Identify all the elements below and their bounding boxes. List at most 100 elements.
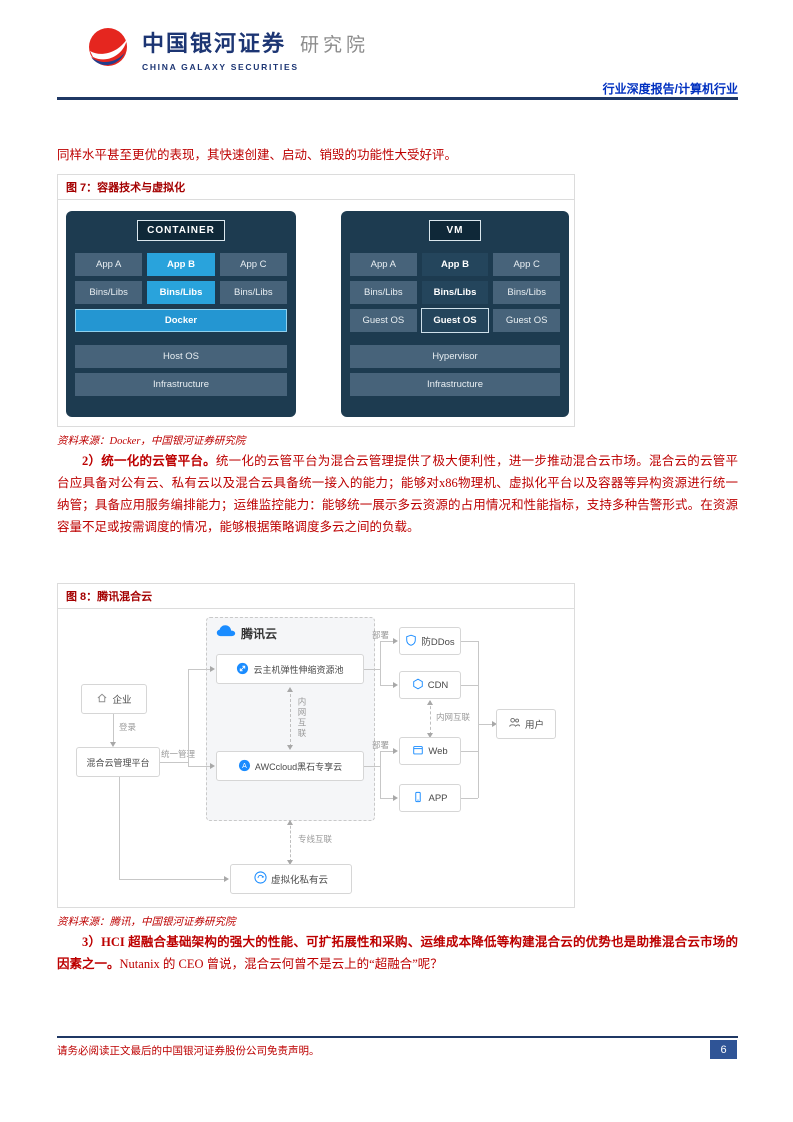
figure7-caption: 图 7：容器技术与虚拟化	[57, 174, 575, 199]
mgmt-platform-label: 混合云管理平台	[86, 757, 150, 768]
connector-line	[461, 641, 478, 642]
tencent-cloud-logo: 腾讯云	[215, 624, 277, 642]
arrow-right	[393, 682, 401, 688]
elastic-pool-node: 云主机弹性伸缩资源池	[216, 654, 364, 684]
connector-line	[380, 641, 381, 685]
private-cloud-label: 虚拟化私有云	[270, 875, 328, 886]
paragraph-2: 2）统一化的云管平台。统一化的云管平台为混合云管理提供了极大便利性，进一步推动混…	[57, 450, 738, 538]
figure7-image: CONTAINER App A App B App C Bins/Libs Bi…	[57, 199, 575, 427]
docker-layer: Docker	[75, 309, 287, 332]
connector-line	[380, 641, 395, 642]
page-number-badge: 6	[710, 1040, 737, 1059]
infrastructure-layer: Infrastructure	[350, 373, 560, 396]
layer-cell: Guest OS	[493, 309, 561, 332]
layer-cell: Guest OS	[350, 309, 417, 332]
figure7: 图 7：容器技术与虚拟化 CONTAINER App A App B App C…	[57, 174, 575, 448]
figure8-caption: 图 8：腾讯混合云	[57, 583, 575, 608]
connector-line	[119, 879, 226, 880]
login-label: 登录	[119, 722, 137, 732]
figure8-image: 腾讯云 企业 登录 混合云管理平台 统一管理 云主机弹性伸缩资	[57, 608, 575, 908]
layer-cell: App B	[147, 253, 215, 276]
report-type-label: 行业深度报告/计算机行业	[602, 82, 738, 96]
elastic-pool-label: 云主机弹性伸缩资源池	[253, 664, 344, 675]
footer-disclaimer: 请务必阅读正文最后的中国银河证券股份公司免责声明。	[57, 1046, 320, 1057]
figure8-source: 资料来源：腾讯，中国银河证券研究院	[57, 917, 236, 928]
connector-line	[380, 751, 381, 798]
figure8: 图 8：腾讯混合云 腾讯云 企业 登录 混合云管理平台 统一管理	[57, 583, 575, 929]
footer-divider	[57, 1036, 738, 1038]
tencent-cloud-label: 腾讯云	[241, 626, 278, 641]
brand-text: 中国银河证券 研究院 CHINA GALAXY SECURITIES	[142, 26, 369, 72]
private-cloud-node: 虚拟化私有云	[230, 864, 352, 894]
arrow-down	[287, 745, 293, 753]
hypervisor-layer: Hypervisor	[350, 345, 560, 368]
container-header: CONTAINER	[137, 220, 225, 241]
layer-cell: Bins/Libs	[219, 281, 287, 304]
arrow-up	[427, 697, 433, 705]
phone-icon	[412, 791, 424, 806]
connector-line	[188, 669, 212, 670]
elastic-pool-icon	[236, 662, 249, 677]
awc-cloud-label: AWCcloud黑石专享云	[254, 761, 343, 772]
deploy-label: 部署	[372, 740, 390, 750]
connector-line	[160, 762, 188, 763]
connector-line	[380, 751, 395, 752]
brand-institute: 研究院	[300, 35, 370, 56]
unified-mgmt-label: 统一管理	[161, 749, 196, 759]
user-label: 用户	[524, 720, 544, 731]
arrow-down	[287, 860, 293, 868]
layer-cell: Bins/Libs	[493, 281, 561, 304]
layer-cell: App C	[219, 253, 287, 276]
host-os-layer: Host OS	[75, 345, 287, 368]
cdn-label: CDN	[427, 679, 449, 691]
layer-cell: App B	[421, 253, 489, 276]
arrow-up	[287, 684, 293, 692]
arrow-right	[393, 795, 401, 801]
leased-line	[290, 821, 291, 862]
web-node: Web	[399, 737, 461, 765]
shield-icon	[405, 634, 417, 649]
connector-line	[461, 751, 478, 752]
app-node: APP	[399, 784, 461, 812]
brand-logo: 中国银河证券 研究院 CHINA GALAXY SECURITIES	[86, 26, 369, 79]
arrow-right	[393, 748, 401, 754]
arrow-right	[224, 876, 232, 882]
paragraph-3-text: Nutanix 的 CEO 曾说，混合云何曾不是云上的“超融合”呢？	[119, 957, 443, 971]
svg-text:A: A	[242, 763, 247, 770]
private-cloud-icon	[254, 871, 267, 887]
figure7-source: 资料来源：Docker，中国银河证券研究院	[57, 436, 246, 447]
arrow-right	[393, 638, 401, 644]
container-stack-panel: CONTAINER App A App B App C Bins/Libs Bi…	[66, 211, 296, 417]
hexagon-icon	[412, 678, 424, 693]
user-node: 用户	[496, 709, 556, 739]
arrow-down	[110, 742, 116, 750]
layer-cell: App A	[75, 253, 143, 276]
brand-name-en: CHINA GALAXY SECURITIES	[142, 62, 299, 72]
leased-line-label: 专线互联	[298, 834, 333, 844]
hybrid-mgmt-platform-node: 混合云管理平台	[76, 747, 160, 777]
paragraph-2-lead: 2）统一化的云管平台。	[82, 454, 216, 468]
arrow-right	[210, 666, 218, 672]
connector-line	[364, 669, 380, 670]
intro-paragraph: 同样水平甚至更优的表现，其快速创建、启动、销毁的功能性大受好评。	[57, 148, 458, 162]
connector-line	[188, 669, 189, 766]
enterprise-label: 企业	[112, 695, 132, 706]
intranet-link-line	[290, 689, 291, 747]
layer-cell: Bins/Libs	[147, 281, 215, 304]
intranet-link-label: 内网互联	[297, 697, 307, 739]
arrow-down	[427, 733, 433, 741]
layer-cell: Guest OS	[420, 308, 490, 333]
home-icon	[96, 692, 108, 707]
connector-line	[478, 724, 494, 725]
paragraph-3: 3）HCI 超融合基础架构的强大的性能、可扩拓展性和采购、运维成本降低等构建混合…	[57, 931, 738, 975]
connector-line	[461, 685, 478, 686]
awc-cloud-icon: A	[238, 759, 251, 774]
vm-stack-panel: VM App A App B App C Bins/Libs Bins/Libs…	[341, 211, 569, 417]
galaxy-logo-icon	[86, 26, 132, 79]
layer-cell: Bins/Libs	[75, 281, 143, 304]
connector-line	[113, 714, 114, 744]
connector-line	[364, 766, 380, 767]
intranet-link-label: 内网互联	[436, 712, 471, 722]
layer-cell: Bins/Libs	[421, 281, 489, 304]
